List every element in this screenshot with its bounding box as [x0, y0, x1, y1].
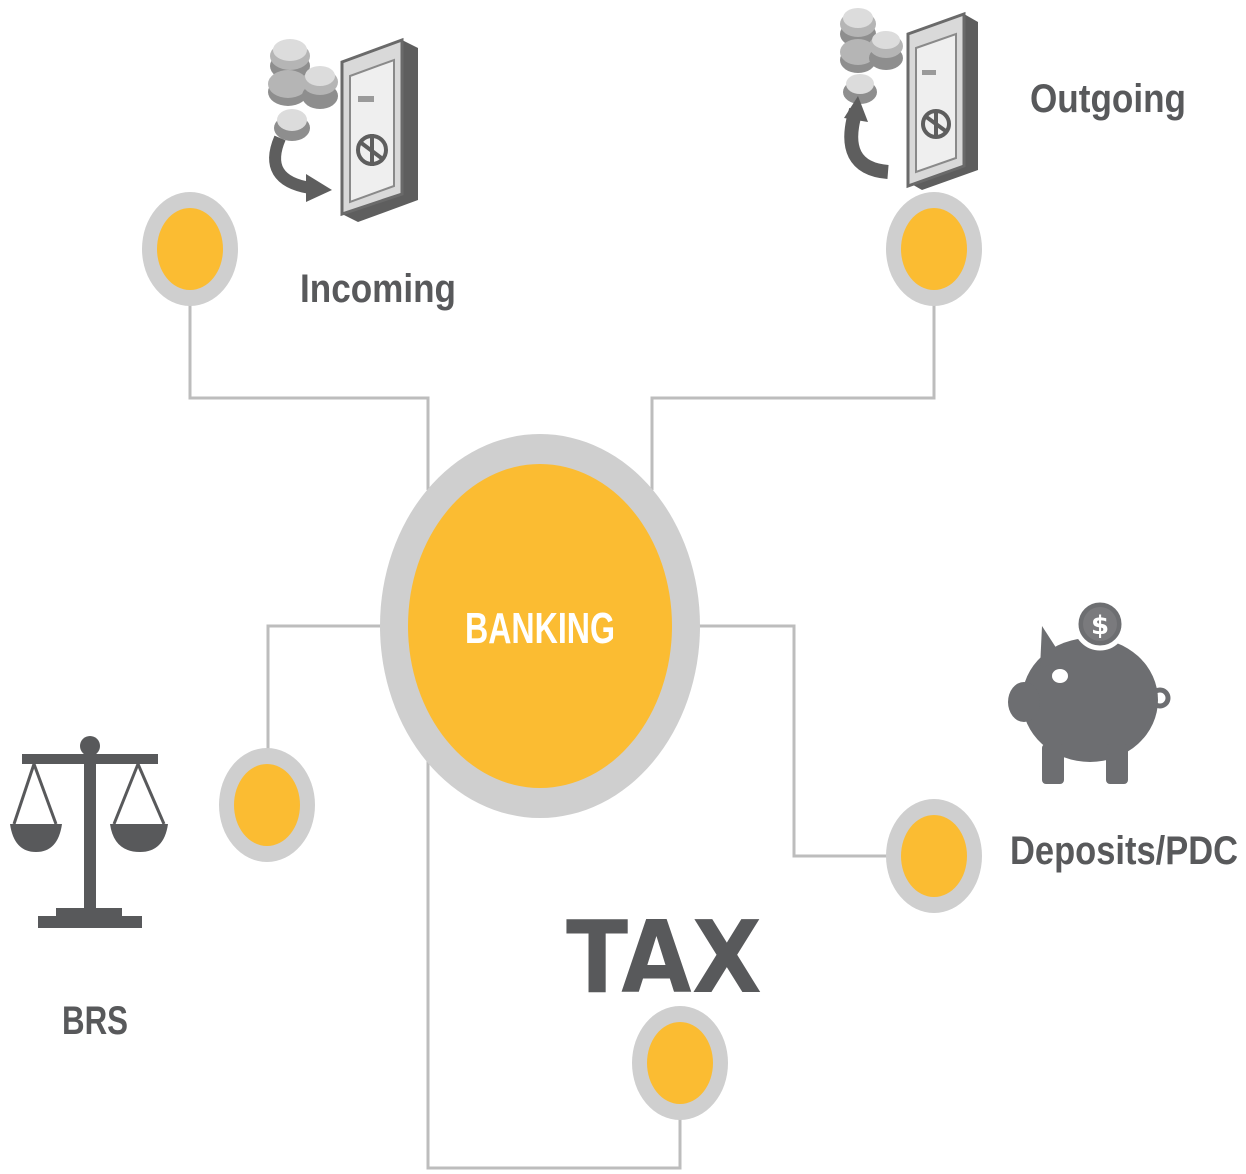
incoming-label: Incoming	[300, 267, 456, 311]
piggy-bank-icon: $	[1008, 597, 1171, 784]
connector-outgoing	[650, 305, 936, 490]
banking-node: BANKING	[380, 434, 700, 818]
node-incoming	[142, 192, 238, 306]
scales-icon	[10, 736, 168, 928]
deposits-label: Deposits/PDC	[1010, 829, 1238, 873]
brs-label: BRS	[62, 999, 128, 1043]
connectors	[188, 305, 936, 1170]
vault-incoming-icon	[268, 37, 418, 222]
node-outgoing	[886, 192, 982, 306]
node-deposits	[886, 799, 982, 913]
tax-label: TAX	[566, 899, 762, 1016]
node-brs	[219, 748, 315, 862]
vault-outgoing-icon	[840, 8, 978, 190]
connector-incoming	[188, 305, 430, 490]
node-tax	[632, 1006, 728, 1120]
banking-label: BANKING	[465, 604, 615, 653]
outgoing-label: Outgoing	[1030, 77, 1186, 121]
coin-dollar-sign: $	[1091, 611, 1109, 641]
connector-tax	[426, 760, 682, 1170]
connector-deposits	[698, 624, 888, 858]
connector-brs	[266, 624, 384, 750]
